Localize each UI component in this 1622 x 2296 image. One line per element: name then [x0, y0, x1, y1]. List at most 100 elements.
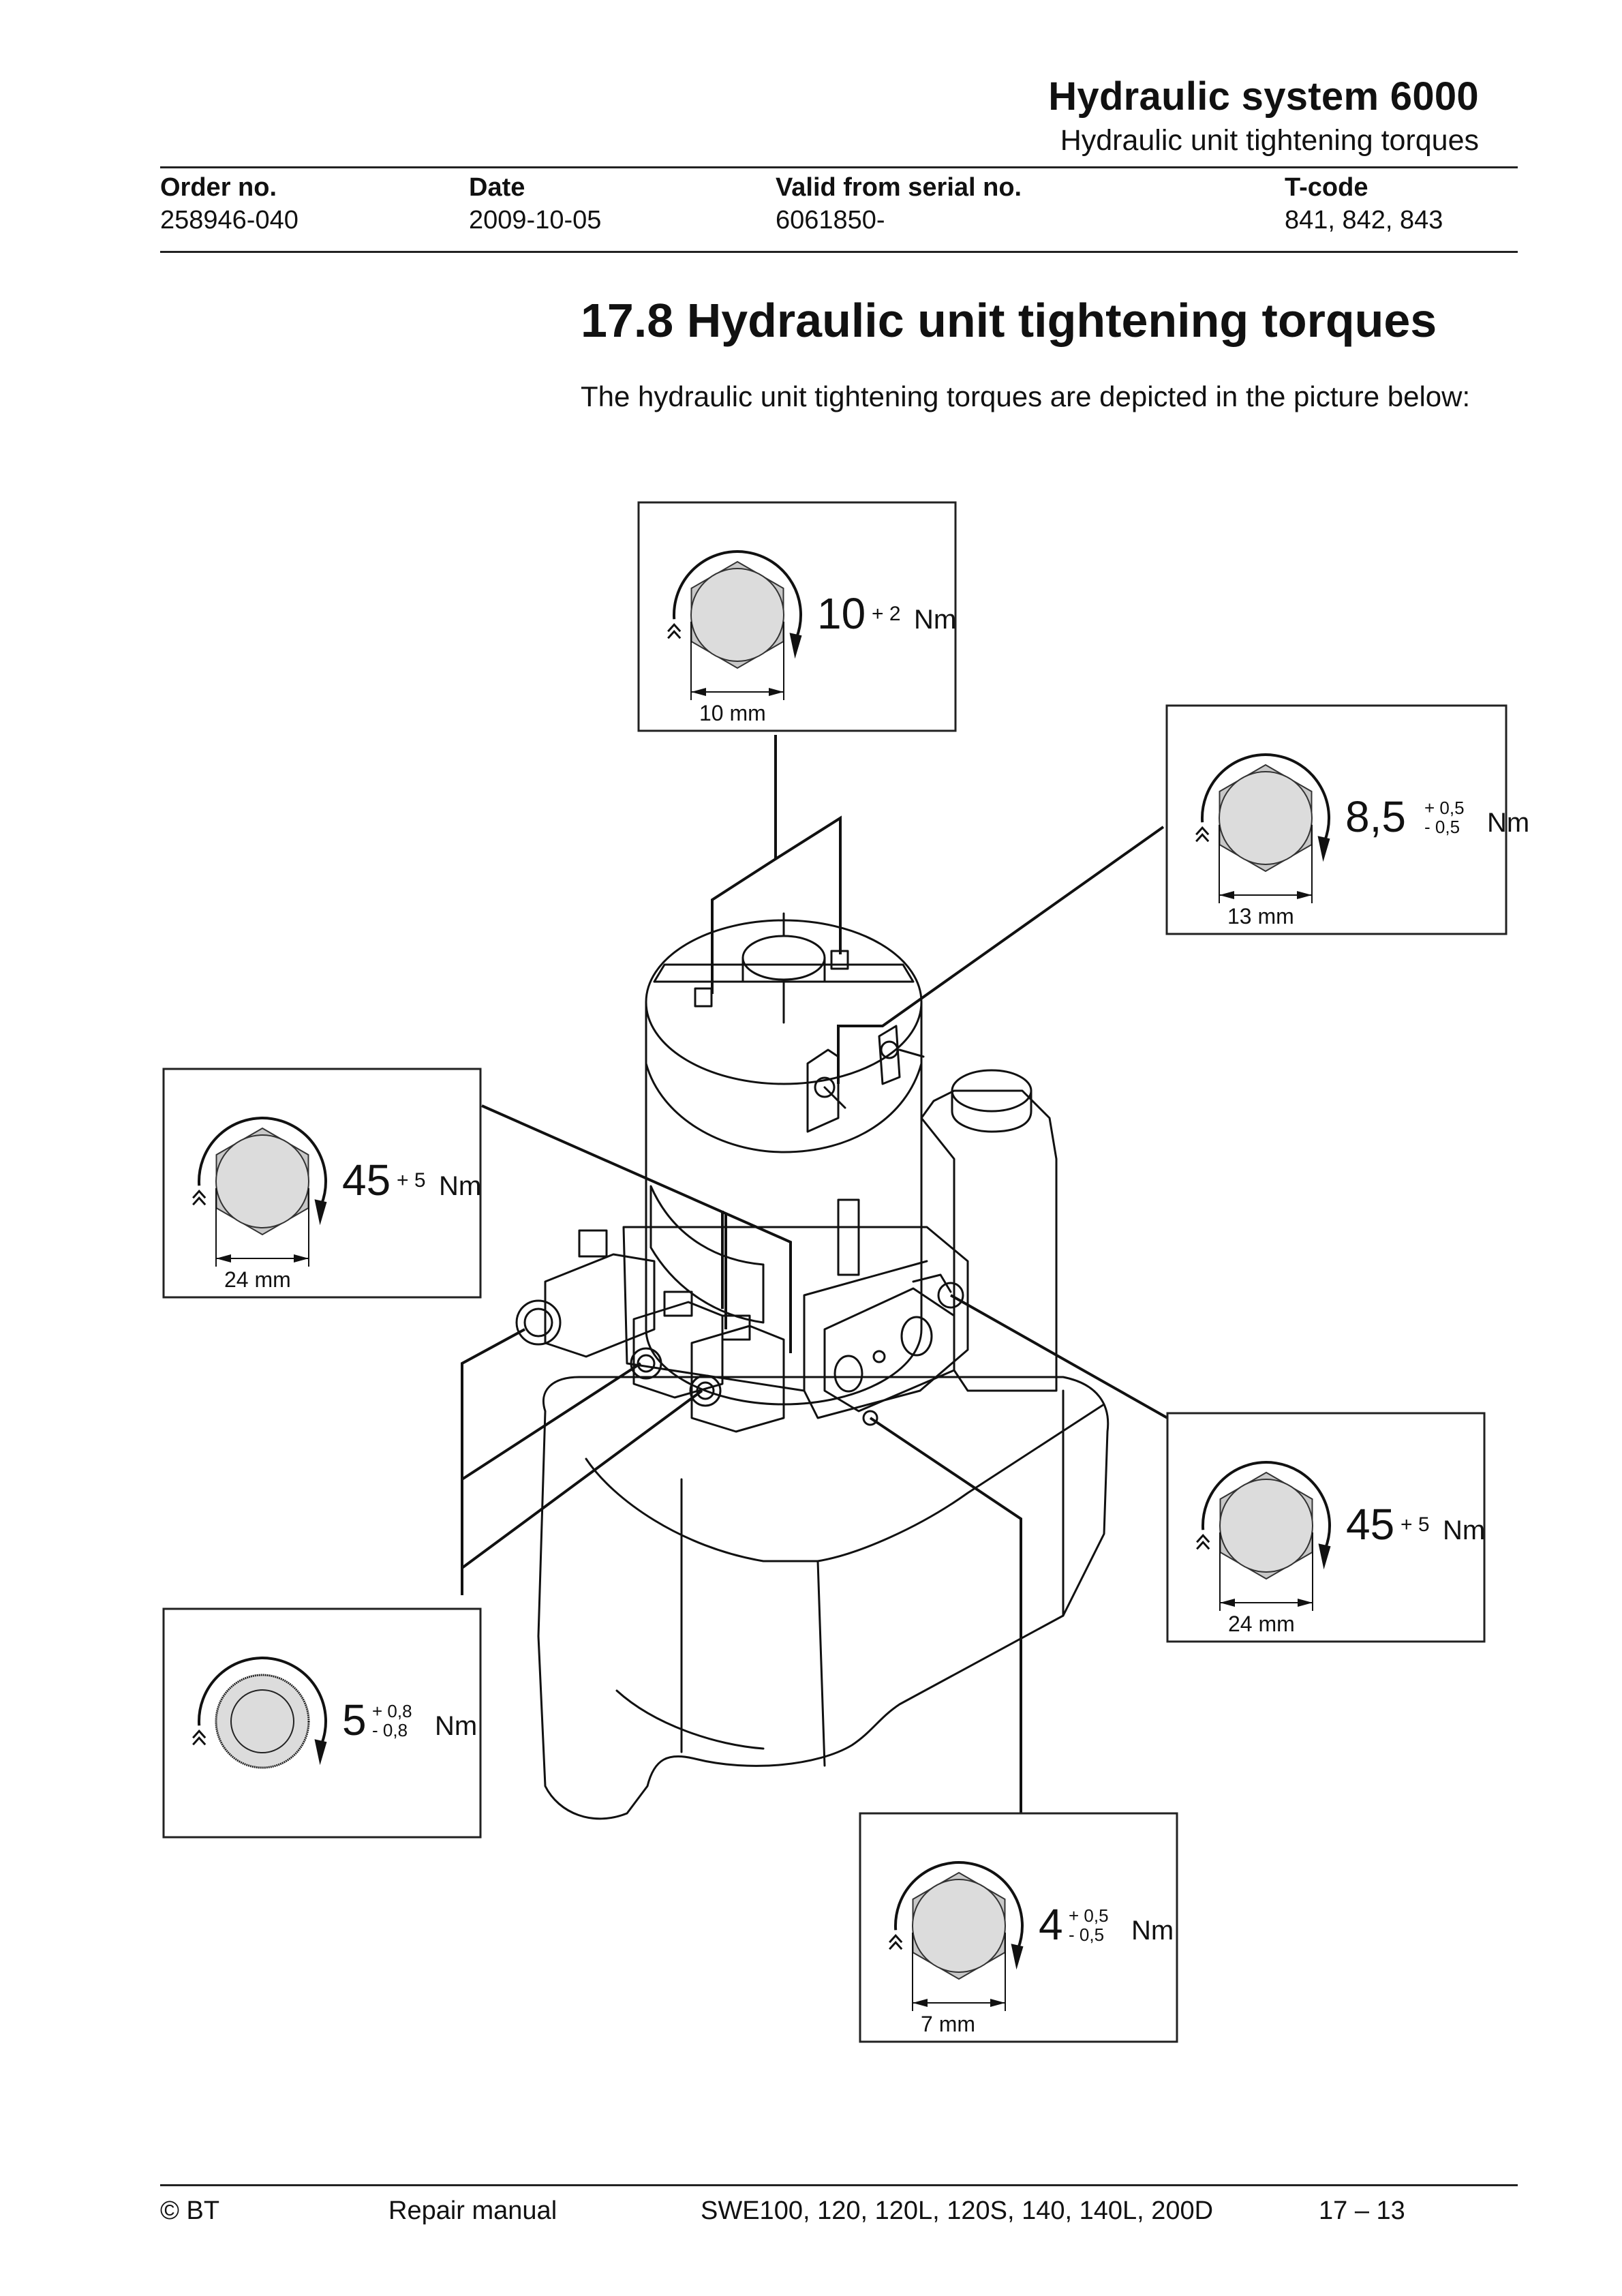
document-subtitle: Hydraulic unit tightening torques: [1060, 124, 1479, 157]
leader-upper-right: [837, 826, 1165, 1084]
torque-callout-lower-right: 24 mm 45 + 5 Nm: [1166, 1412, 1486, 1643]
meta-value-order-no: 258946-040: [160, 206, 299, 235]
torque-value: 8,5: [1345, 792, 1406, 841]
document-title: Hydraulic system 6000: [1048, 74, 1479, 119]
wrench-size-label: 10 mm: [699, 701, 766, 725]
torque-tolerance-minus: - 0,5: [1424, 817, 1460, 837]
footer-rule: [160, 2184, 1518, 2186]
torque-value: 5: [342, 1695, 367, 1744]
torque-callout-lower-left: 5+ 0,8- 0,8 Nm: [162, 1607, 482, 1839]
torque-tolerance-plus: + 5: [397, 1169, 426, 1192]
bolt-face: [1219, 771, 1313, 865]
footer-models: SWE100, 120, 120L, 120S, 140, 140L, 200D: [701, 2196, 1214, 2225]
arrow-head-icon: [1011, 1944, 1024, 1970]
arrow-head-icon: [314, 1739, 327, 1766]
torque-unit: Nm: [914, 605, 956, 635]
pump-block: [823, 1273, 964, 1426]
oil-filler-bottle: [920, 1069, 1058, 1392]
oil-tank: [537, 1376, 1110, 1820]
footer-doc-type: Repair manual: [388, 2196, 557, 2225]
arrow-tail-icon: [192, 1189, 206, 1206]
torque-value: 45: [342, 1155, 391, 1205]
meta-value-date: 2009-10-05: [469, 206, 602, 235]
arrow-tail-icon: [1195, 826, 1210, 843]
leader-bottom: [869, 1417, 1022, 1820]
meta-label-serial: Valid from serial no.: [776, 173, 1022, 202]
arrow-head-icon: [1317, 836, 1330, 862]
leader-lines: [461, 735, 1168, 1820]
header-rule-bottom: [160, 251, 1518, 253]
torque-tolerance-plus: + 5: [1401, 1513, 1430, 1536]
wrench-size-label: 24 mm: [224, 1267, 291, 1292]
clockwise-rotation-arrow-icon: [1201, 753, 1330, 842]
dimension-line: [215, 1188, 309, 1267]
clockwise-rotation-arrow-icon: [198, 1657, 327, 1745]
torque-tolerance-plus: + 2: [872, 603, 901, 625]
solenoid-valve-front-2: [689, 1314, 785, 1433]
torque-callout-top: 10 mm 10 + 2 Nm: [637, 501, 957, 732]
header-rule-top: [160, 166, 1518, 168]
torque-tolerance-plus: + 0,5: [1069, 1905, 1109, 1926]
dimension-line: [690, 622, 784, 700]
footer-copyright: © BT: [160, 2196, 220, 2225]
torque-unit: Nm: [1131, 1916, 1174, 1946]
torque-value: 45: [1346, 1500, 1394, 1549]
torque-callout-upper-right: 13 mm 8,5 + 0,5- 0,5 Nm: [1165, 704, 1529, 935]
wrench-size-label: 13 mm: [1227, 904, 1294, 928]
wrench-size-label: 24 mm: [1228, 1612, 1295, 1636]
dimension-line: [1219, 1532, 1313, 1611]
arrow-tail-icon: [1196, 1533, 1210, 1550]
wrench-size-label: 7 mm: [921, 2012, 975, 2036]
torque-tolerance-minus: - 0,8: [372, 1720, 408, 1740]
callout-frame: [859, 1812, 1178, 2043]
clockwise-rotation-arrow-icon: [198, 1117, 327, 1205]
footer-page-number: 17 – 13: [1319, 2196, 1405, 2225]
bolt-face: [215, 1134, 309, 1228]
electric-motor: [645, 912, 923, 1406]
torque-tolerance-plus: + 0,5: [1424, 798, 1465, 818]
callout-frame: [1166, 1412, 1486, 1643]
meta-value-tcode: 841, 842, 843: [1285, 206, 1443, 235]
torque-callout-bottom: 7 mm 4 + 0,5- 0,5 Nm: [859, 1812, 1178, 2043]
leader-upper-left: [481, 1104, 792, 1353]
leader-lower-right: [950, 1294, 1168, 1419]
dimension-line: [912, 1933, 1006, 2011]
arrow-head-icon: [1318, 1543, 1331, 1570]
clockwise-rotation-arrow-icon: [673, 550, 802, 639]
solenoid-valve-left: [515, 1229, 656, 1358]
torque-tolerance-minus: - 0,5: [1069, 1924, 1104, 1945]
torque-tolerance-plus: + 0,8: [372, 1701, 412, 1721]
nut-inner-ring: [230, 1689, 294, 1753]
torque-callout-upper-left: 24 mm 45 + 5 Nm: [162, 1068, 482, 1299]
section-intro: The hydraulic unit tightening torques ar…: [581, 380, 1471, 412]
arrow-head-icon: [789, 633, 802, 659]
arrow-tail-icon: [192, 1729, 206, 1746]
torque-value: 10: [817, 589, 866, 638]
meta-label-order-no: Order no.: [160, 173, 277, 202]
bolt-face: [690, 568, 784, 662]
torque-unit: Nm: [1487, 808, 1529, 838]
section-title: 17.8 Hydraulic unit tightening torques: [581, 294, 1437, 347]
leader-lower-left: [461, 1328, 703, 1595]
dimension-line: [1219, 825, 1313, 903]
hydraulic-unit-drawing: [515, 912, 1110, 1820]
torque-unit: Nm: [1443, 1515, 1485, 1545]
callout-frame: [162, 1607, 482, 1839]
meta-label-tcode: T-code: [1285, 173, 1368, 202]
bolt-face: [912, 1879, 1006, 1973]
callout-frame: [637, 501, 957, 732]
arrow-tail-icon: [889, 1933, 903, 1950]
torque-value: 4: [1039, 1900, 1063, 1949]
clockwise-rotation-arrow-icon: [894, 1861, 1024, 1950]
torque-unit: Nm: [435, 1711, 477, 1741]
leader-top: [711, 735, 842, 994]
callout-frame: [162, 1068, 482, 1299]
bolt-face: [1219, 1479, 1313, 1573]
clockwise-rotation-arrow-icon: [1202, 1461, 1331, 1550]
torque-unit: Nm: [439, 1171, 481, 1201]
solenoid-valve-front-1: [630, 1290, 724, 1399]
arrow-tail-icon: [667, 622, 682, 639]
meta-value-serial: 6061850-: [776, 206, 885, 235]
meta-label-date: Date: [469, 173, 525, 202]
